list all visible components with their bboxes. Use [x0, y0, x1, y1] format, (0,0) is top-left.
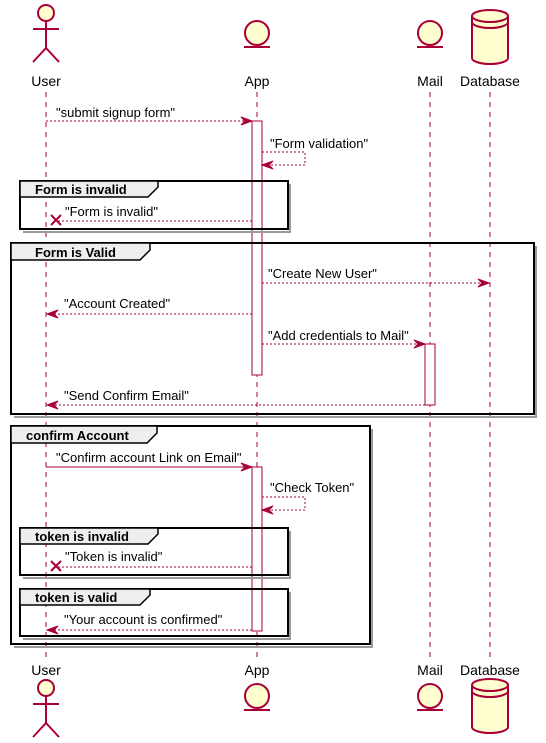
destroy-x-icon: [50, 214, 62, 226]
participant-user-bottom: User: [31, 662, 61, 738]
entity-icon: [417, 20, 443, 48]
message-label: "Form validation": [270, 136, 368, 151]
participant-mail-bottom: Mail: [417, 662, 443, 711]
message-label: "Account Created": [64, 296, 170, 311]
message-create-new-user: "Create New User": [262, 266, 491, 288]
message-form-validation: "Form validation": [260, 136, 368, 170]
message-label: "Send Confirm Email": [64, 388, 189, 403]
message-label: "submit signup form": [56, 105, 175, 120]
group-form-valid: Form is Valid: [10, 242, 537, 418]
group-token-invalid: token is invalid: [19, 527, 291, 579]
participant-label: User: [31, 73, 61, 89]
participant-mail-top: Mail: [417, 20, 443, 89]
database-icon: [471, 678, 509, 734]
destroy-x-icon: [50, 560, 62, 572]
participant-app-bottom: App: [244, 662, 270, 711]
participant-label: Database: [460, 73, 520, 89]
message-submit-signup-form: "submit signup form": [46, 105, 254, 126]
entity-icon: [244, 683, 270, 711]
message-send-confirm-email: "Send Confirm Email": [45, 388, 425, 410]
message-label: "Your account is confirmed": [64, 612, 223, 627]
group-title: Form is invalid: [35, 182, 127, 197]
message-token-is-invalid: "Token is invalid": [50, 549, 252, 572]
app-activation-signup: [251, 120, 263, 376]
actor-icon: [32, 679, 60, 738]
participant-user-top: User: [31, 4, 61, 89]
message-account-created: "Account Created": [45, 296, 252, 319]
group-title: token is invalid: [35, 529, 129, 544]
participant-label: App: [245, 73, 270, 89]
participant-label: Mail: [417, 662, 443, 678]
participant-label: App: [245, 662, 270, 678]
mail-activation: [424, 343, 436, 406]
app-activation-confirm: [251, 466, 263, 632]
message-confirm-account-link: "Confirm account Link on Email": [46, 450, 254, 472]
participant-label: Mail: [417, 73, 443, 89]
participant-database-bottom: Database: [460, 662, 520, 734]
participant-app-top: App: [244, 20, 270, 89]
group-title: confirm Account: [26, 428, 129, 443]
participant-label: User: [31, 662, 61, 678]
message-form-is-invalid: "Form is invalid": [50, 204, 252, 226]
group-title: Form is Valid: [35, 245, 116, 260]
message-account-confirmed: "Your account is confirmed": [45, 612, 252, 635]
message-label: "Add credentials to Mail": [268, 328, 409, 343]
entity-icon: [244, 20, 270, 48]
group-form-invalid: Form is invalid: [19, 180, 291, 233]
group-title: token is valid: [35, 590, 117, 605]
group-confirm-account: confirm Account: [10, 425, 373, 648]
group-token-valid: token is valid: [19, 588, 291, 640]
message-check-token: "Check Token": [260, 480, 355, 515]
actor-icon: [32, 4, 60, 63]
message-label: "Create New User": [268, 266, 377, 281]
entity-icon: [417, 683, 443, 711]
participant-database-top: Database: [460, 9, 520, 89]
database-icon: [471, 9, 509, 65]
message-label: "Confirm account Link on Email": [56, 450, 242, 465]
participant-label: Database: [460, 662, 520, 678]
message-label: "Form is invalid": [65, 204, 158, 219]
message-add-credentials: "Add credentials to Mail": [262, 328, 427, 349]
message-label: "Check Token": [270, 480, 355, 495]
message-label: "Token is invalid": [65, 549, 163, 564]
